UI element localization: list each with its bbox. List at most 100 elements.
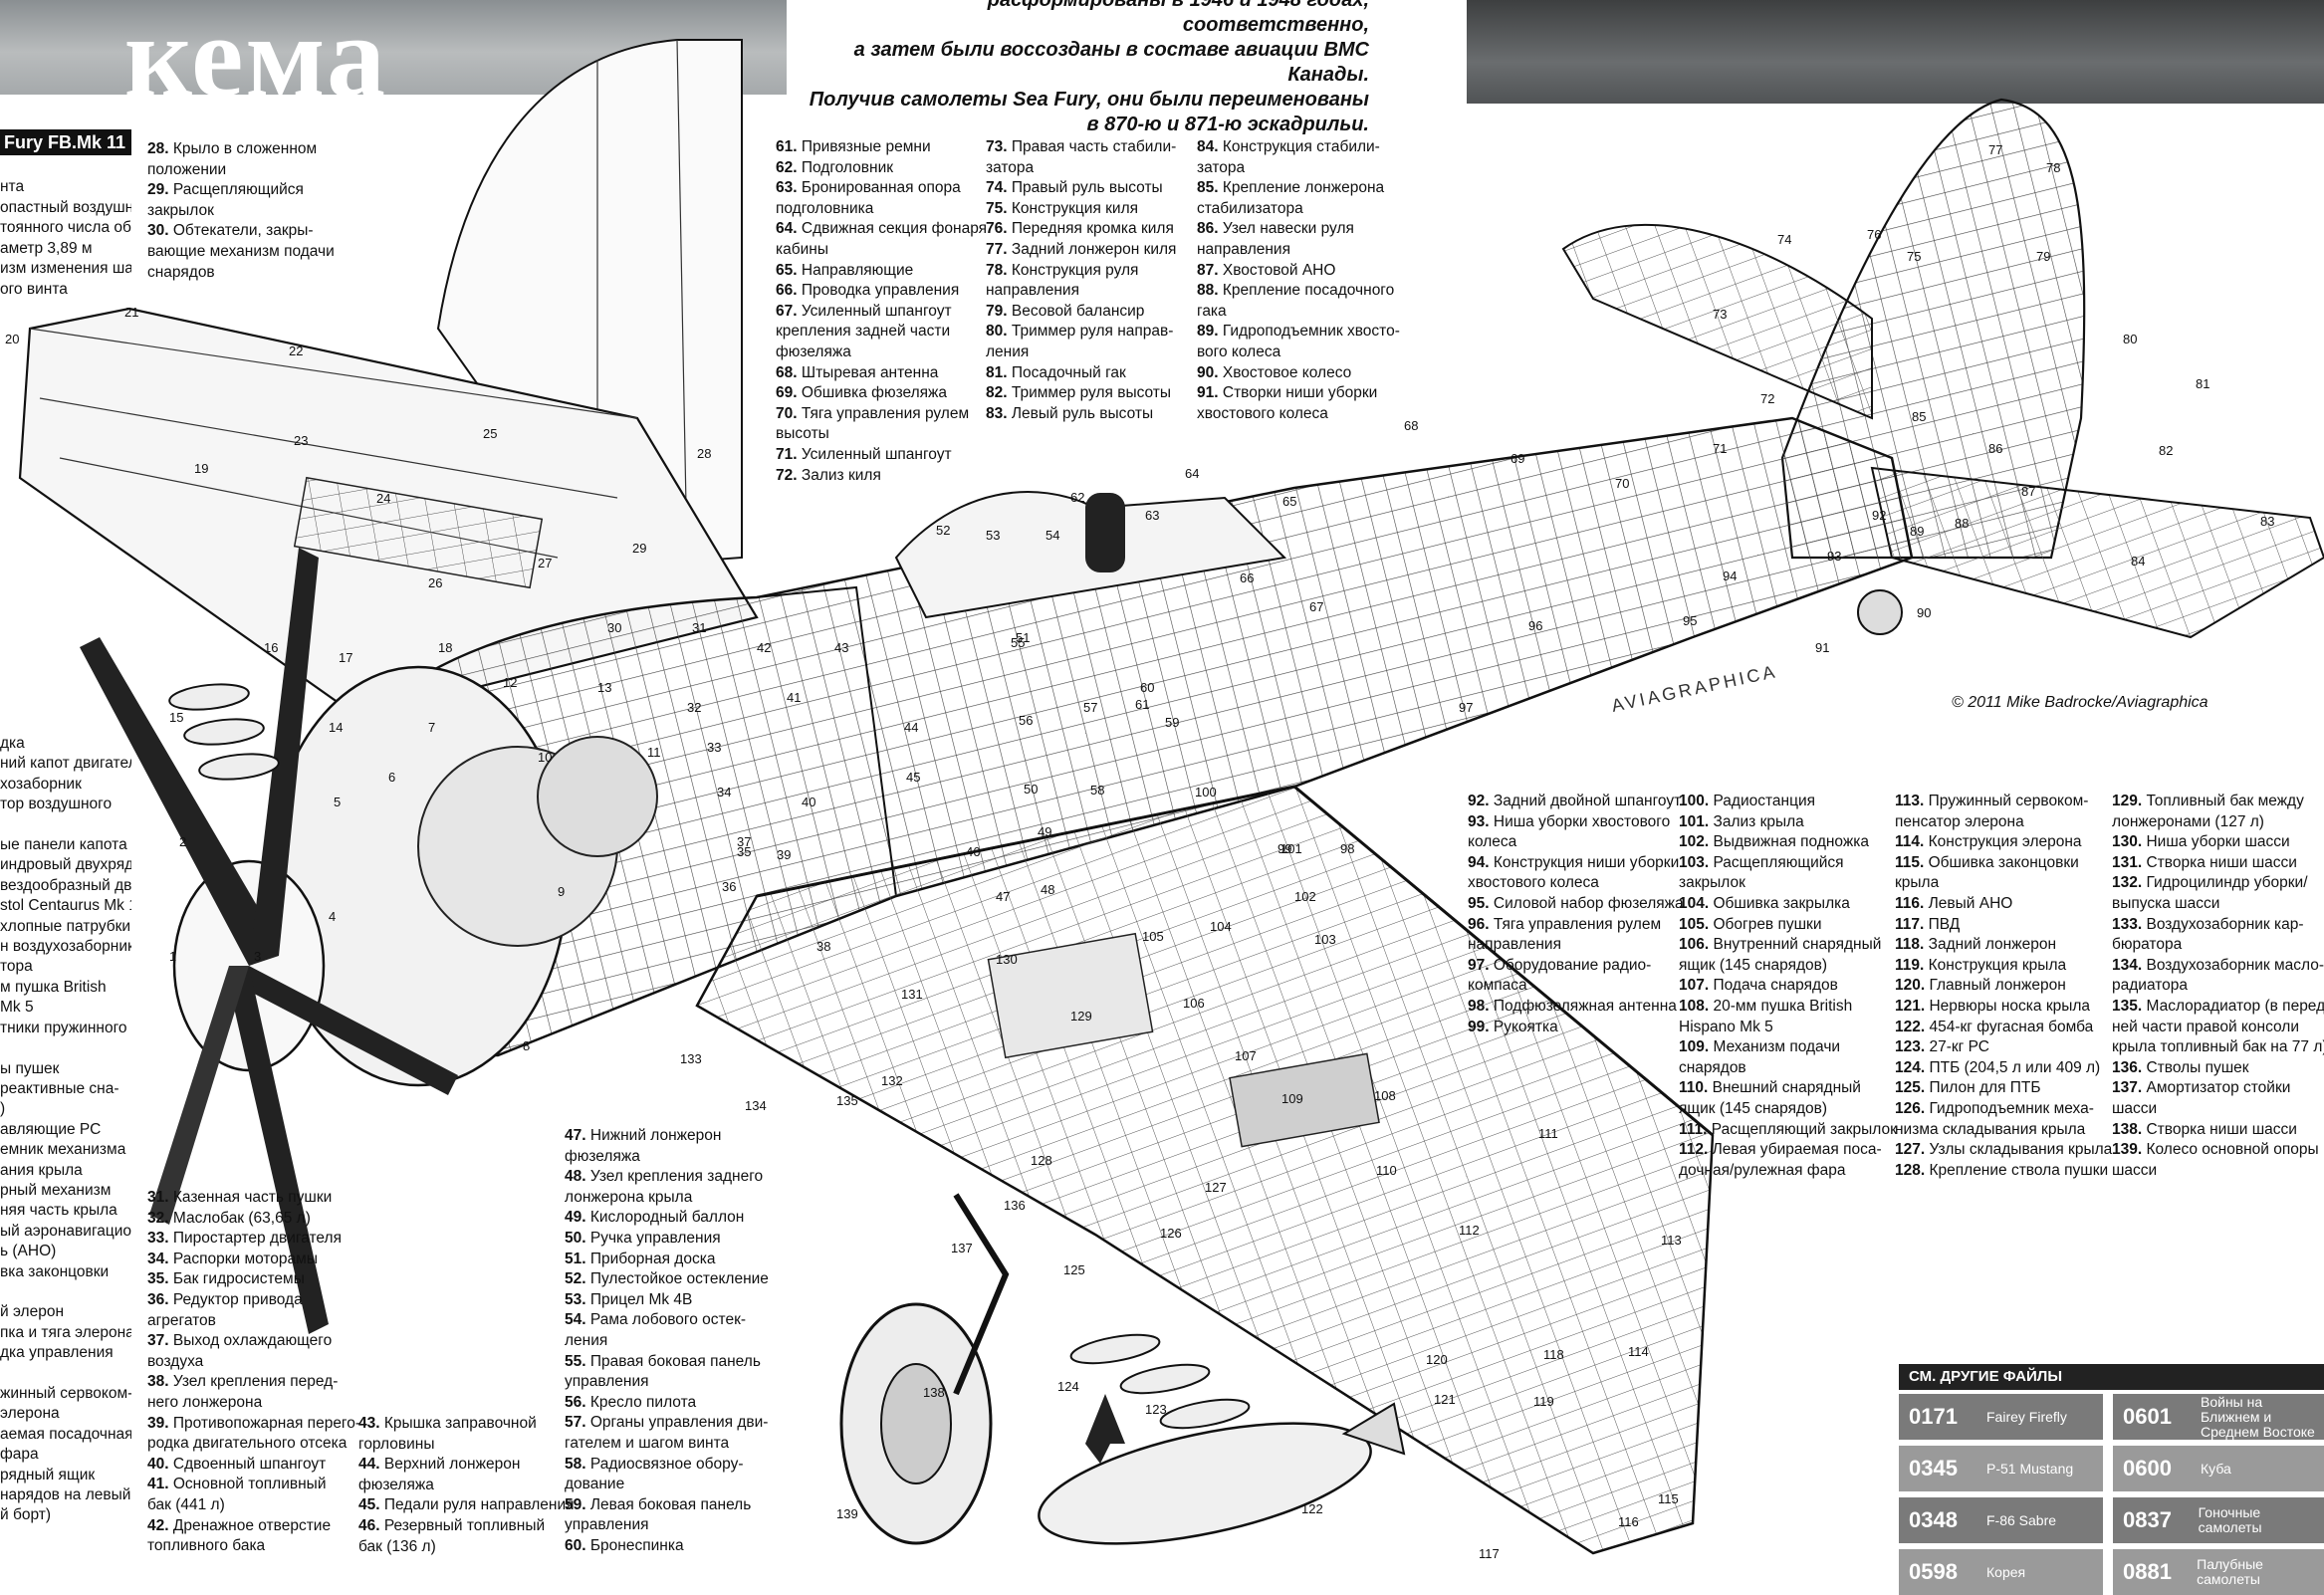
legend-row: направления — [1468, 935, 1684, 956]
callout: 65 — [1282, 494, 1296, 509]
callout: 128 — [1031, 1153, 1052, 1168]
legend-number: 117. — [1895, 915, 1925, 933]
legend-text: крыла — [1895, 874, 1940, 892]
callout: 29 — [632, 541, 646, 556]
callout: 84 — [2131, 554, 2145, 569]
legend-row: 98. Подфюзеляжная антенна — [1468, 997, 1684, 1018]
legend-text: Внешний снарядный — [1712, 1079, 1861, 1097]
callout: 91 — [1815, 640, 1829, 655]
legend-row: бак (441 л) — [147, 1495, 360, 1516]
legend-text: него лонжерона — [147, 1393, 263, 1411]
legend-row: 41. Основной топливный — [147, 1475, 360, 1495]
callout: 49 — [1038, 824, 1051, 839]
legend-row: гака — [1197, 302, 1400, 323]
legend-row: закрылок — [147, 201, 335, 222]
legend-text: Прицел Mk 4B — [589, 1290, 693, 1308]
callout: 105 — [1142, 929, 1164, 944]
callout: 66 — [1240, 570, 1254, 585]
legend-text: Крышка заправочной — [383, 1415, 537, 1432]
legend-text: вающие механизм подачи — [147, 242, 335, 260]
legend-number: 122. — [1895, 1018, 1926, 1035]
callout: 9 — [558, 884, 565, 899]
legend-text: Гидроподъемник хвосто- — [1222, 323, 1400, 341]
legend-text: Гидроцилиндр уборки/ — [2146, 874, 2308, 892]
legend-row: 90. Хвостовое колесо — [1197, 363, 1400, 384]
legend-row: 59. Левая боковая панель — [565, 1495, 769, 1516]
legend-number: 45. — [358, 1496, 380, 1514]
legend-row: 58. Радиосвязное обору- — [565, 1455, 769, 1476]
legend-number: 102. — [1679, 833, 1710, 851]
legend-number: 44. — [358, 1456, 380, 1474]
legend-row: 139. Колесо основной опоры — [2112, 1140, 2324, 1161]
legend-text: Кислородный баллон — [589, 1209, 745, 1227]
legend-number: 88. — [1197, 282, 1219, 300]
legend-text: агрегатов — [147, 1311, 216, 1329]
legend-row: 68. Штыревая антенна — [776, 363, 987, 384]
legend-row: снарядов — [147, 263, 335, 284]
image-credit: © 2011 Mike Badrocke/Aviagraphica — [1952, 694, 2208, 711]
legend-text: Задний лонжерон киля — [1011, 240, 1177, 258]
legend-number: 41. — [147, 1476, 169, 1493]
legend-text: Стволы пушек — [2146, 1058, 2249, 1076]
legend-text: Гидроподъемник меха- — [1929, 1099, 2094, 1117]
legend-text: родка двигательного отсека — [147, 1435, 348, 1453]
legend-row: 64. Сдвижная секция фонаря — [776, 219, 987, 240]
callout: 131 — [901, 987, 923, 1002]
legend-text: Топливный бак между — [2146, 793, 2304, 809]
stores — [1038, 1333, 1406, 1545]
legend-text: Силовой набор фюзеляжа — [1493, 894, 1684, 912]
legend-text: гака — [1197, 302, 1227, 320]
legend-row: 118. Задний лонжерон — [1895, 935, 2112, 956]
legend-text: Нервюры носка крыла — [1929, 997, 2091, 1015]
legend-row: шасси — [2112, 1161, 2324, 1182]
legend-row: 124. ПТБ (204,5 л или 409 л) — [1895, 1058, 2112, 1079]
legend-row: 111. Расщепляющий закрылок — [1679, 1120, 1897, 1141]
legend-number: 79. — [986, 302, 1008, 320]
legend-text: Маслобак (63,65 л) — [172, 1209, 311, 1227]
legend-text: Правая боковая панель — [589, 1352, 761, 1370]
callout: 22 — [289, 343, 303, 358]
callout: 45 — [906, 770, 920, 785]
legend-number: 46. — [358, 1516, 380, 1534]
legend-text: Правый руль высоты — [1011, 179, 1163, 197]
legend-text: Дренажное отверстие — [172, 1516, 332, 1534]
legend-text: Ниша уборки шасси — [2146, 833, 2290, 851]
legend-text: Противопожарная перего- — [172, 1414, 361, 1432]
callout: 126 — [1160, 1226, 1182, 1241]
callout: 116 — [1618, 1514, 1639, 1529]
legend-number: 69. — [776, 384, 798, 402]
legend-row: 88. Крепление посадочного — [1197, 281, 1400, 302]
legend-text: Ниша уборки хвостового — [1493, 812, 1671, 830]
callout: 108 — [1374, 1088, 1396, 1103]
legend-row: 77. Задний лонжерон киля — [986, 240, 1176, 261]
subtitle-bar: Fury FB.Mk 11 — [0, 129, 131, 155]
callout: 67 — [1309, 599, 1323, 614]
callout: 44 — [904, 720, 918, 735]
legend-text: крепления задней части — [776, 323, 951, 341]
callout: 81 — [2196, 376, 2209, 391]
legend-text: Казенная часть пушки — [172, 1189, 333, 1206]
legend-row: 54. Рама лобового остек- — [565, 1310, 769, 1331]
legend-row: воздуха — [147, 1352, 360, 1373]
legend-number: 43. — [358, 1415, 380, 1432]
legend-text: Редуктор привода — [172, 1290, 303, 1308]
legend-number: 135. — [2112, 997, 2143, 1015]
legend-row: 71. Усиленный шпангоут — [776, 445, 987, 466]
legend-row: 30. Обтекатели, закры- — [147, 221, 335, 242]
legend-number: 31. — [147, 1189, 169, 1206]
legend-number: 33. — [147, 1230, 169, 1248]
callout: 24 — [376, 491, 390, 506]
carrier-photo — [1467, 0, 2324, 104]
legend-number: 132. — [2112, 874, 2143, 892]
legend-number: 129. — [2112, 793, 2143, 809]
legend-number: 112. — [1679, 1141, 1709, 1159]
